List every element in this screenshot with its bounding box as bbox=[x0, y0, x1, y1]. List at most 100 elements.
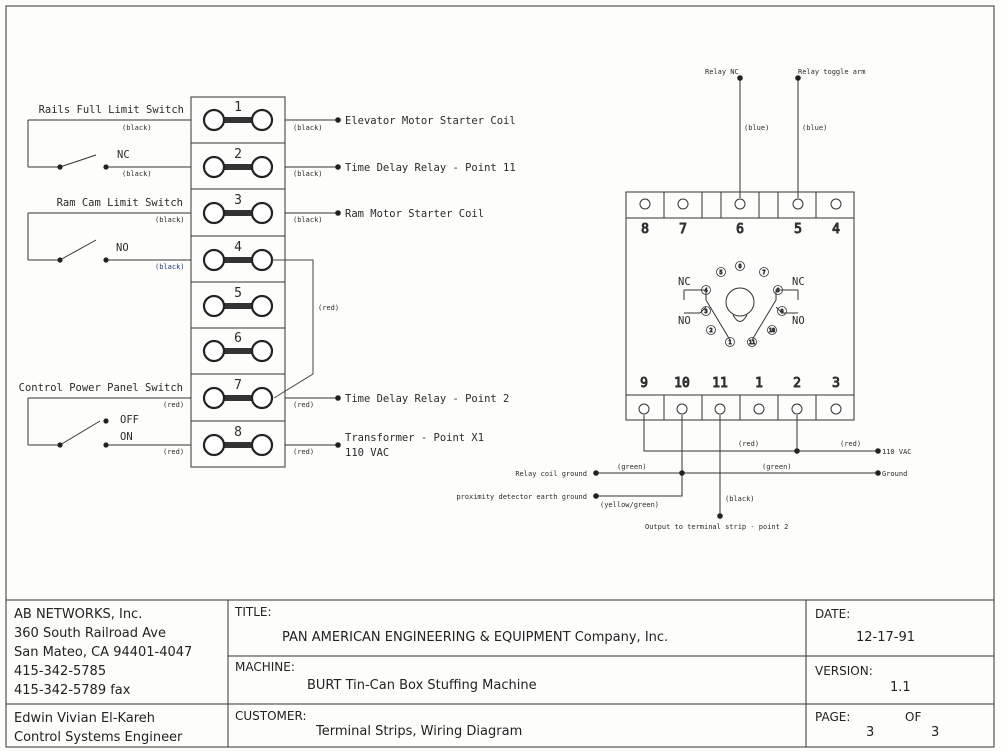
switch-contact-dot bbox=[103, 257, 109, 263]
version-value: 1.1 bbox=[890, 680, 911, 695]
title-label: TITLE: bbox=[234, 605, 272, 619]
terminal-number: 8 bbox=[234, 425, 242, 440]
terminal-link-bar bbox=[214, 395, 262, 401]
wire-color-label: (black) bbox=[122, 170, 152, 178]
wire-color-label: (red) bbox=[163, 448, 184, 456]
wire-color-label: (yellow/green) bbox=[600, 501, 659, 509]
terminal-2-destination: Time Delay Relay - Point 11 bbox=[345, 162, 516, 174]
wire-color-label: (red) bbox=[293, 448, 314, 456]
wire-color-label: (black) bbox=[293, 170, 323, 178]
relay-top-terminal bbox=[639, 198, 651, 210]
relay-pin-number: 7 bbox=[762, 270, 765, 276]
wire-color-label: (black) bbox=[293, 124, 323, 132]
power-switch-label: Control Power Panel Switch bbox=[19, 382, 183, 394]
terminal-screw-right bbox=[250, 108, 274, 132]
right-no-label: NO bbox=[792, 315, 805, 327]
wire-endpoint-dot bbox=[875, 448, 881, 454]
wire-color-label: (red) bbox=[293, 401, 314, 409]
relay-top-terminal bbox=[830, 198, 842, 210]
terminal-strip bbox=[190, 96, 286, 468]
terminal-screw-left bbox=[202, 155, 226, 179]
switch-contact-dot bbox=[57, 257, 63, 263]
prox-ground-label: proximity detector earth ground bbox=[456, 493, 587, 501]
terminal-screw-right bbox=[250, 294, 274, 318]
wire-endpoint-dot bbox=[679, 470, 685, 476]
terminal-number: 6 bbox=[234, 331, 242, 346]
terminal-screw-right bbox=[250, 433, 274, 457]
relay-labels: Relay NC Relay toggle arm (blue) (blue) … bbox=[456, 68, 911, 531]
relay-pin-number: 8 bbox=[776, 288, 779, 294]
wire-endpoint-dot bbox=[737, 75, 743, 81]
wire-color-label: (red) bbox=[318, 304, 339, 312]
switch-contact-dot bbox=[103, 442, 109, 448]
relay-pin-number: 10 bbox=[769, 328, 775, 334]
right-nc-label: NC bbox=[792, 276, 805, 288]
sheet-border bbox=[5, 5, 995, 748]
title-value: PAN AMERICAN ENGINEERING & EQUIPMENT Com… bbox=[282, 630, 668, 645]
terminal-number: 4 bbox=[234, 240, 242, 255]
terminal-8-destination: Transformer - Point X1 bbox=[345, 432, 484, 444]
relay-pin bbox=[767, 325, 777, 335]
wire-endpoint-dot bbox=[593, 470, 599, 476]
terminal-screw-right bbox=[250, 248, 274, 272]
ram-switch-label: Ram Cam Limit Switch bbox=[57, 197, 183, 209]
date-value: 12-17-91 bbox=[856, 630, 915, 645]
terminal-link-bar bbox=[214, 210, 262, 216]
terminal-3-destination: Ram Motor Starter Coil bbox=[345, 208, 484, 220]
of-label: OF bbox=[905, 710, 921, 724]
wire-endpoint-dot bbox=[795, 75, 801, 81]
left-nc-label: NC bbox=[678, 276, 691, 288]
power-off-label: OFF bbox=[120, 414, 139, 426]
wire-color-label: (black) bbox=[122, 124, 152, 132]
wire-endpoint-dot bbox=[335, 442, 341, 448]
relay-wires bbox=[596, 78, 878, 516]
relay-nc-wire-label: Relay NC bbox=[705, 68, 739, 76]
wire-endpoint-dot bbox=[335, 117, 341, 123]
rails-switch-label: Rails Full Limit Switch bbox=[39, 104, 184, 116]
terminal-link-bar bbox=[214, 442, 262, 448]
terminal-link-bar bbox=[214, 117, 262, 123]
relay-bottom-terminal bbox=[676, 403, 688, 415]
relay-bottom-terminal bbox=[791, 403, 803, 415]
wire-color-label: (black) bbox=[155, 263, 185, 271]
wire-endpoint-dot bbox=[335, 164, 341, 170]
wire-endpoint-dot bbox=[335, 395, 341, 401]
wire-color-label: (red) bbox=[738, 440, 759, 448]
title-block: AB NETWORKS, Inc. 360 South Railroad Ave… bbox=[14, 605, 939, 745]
left-no-label: NO bbox=[678, 315, 691, 327]
relay-bottom-terminal-number: 9 bbox=[640, 376, 648, 391]
terminal-number: 7 bbox=[234, 378, 242, 393]
relay-pin bbox=[706, 325, 716, 335]
switch-contact-dot bbox=[57, 164, 63, 170]
wire-endpoint-dot bbox=[593, 493, 599, 499]
relay-top-terminal-number: 8 bbox=[641, 222, 649, 237]
page-number: 3 bbox=[866, 725, 874, 740]
terminal-link-bar bbox=[214, 257, 262, 263]
terminal-number: 5 bbox=[234, 286, 242, 301]
engineer-title: Control Systems Engineer bbox=[14, 730, 183, 745]
switch-contact-dot bbox=[103, 418, 109, 424]
relay-pin-number: 9 bbox=[780, 309, 783, 315]
customer-label: CUSTOMER: bbox=[235, 709, 307, 723]
relay-pin-number: 2 bbox=[709, 328, 712, 334]
terminal-number: 3 bbox=[234, 193, 242, 208]
terminal-screw-right bbox=[250, 339, 274, 363]
right-wiring bbox=[272, 119, 338, 446]
relay-arm-wire-label: Relay toggle arm bbox=[798, 68, 865, 76]
terminal-screw-right bbox=[250, 386, 274, 410]
company-line: San Mateo, CA 94401-4047 bbox=[14, 645, 192, 660]
power-on-label: ON bbox=[120, 431, 133, 443]
relay-top-terminal-number: 5 bbox=[794, 222, 802, 237]
relay-bottom-terminal bbox=[830, 403, 842, 415]
wire-endpoint-dot bbox=[875, 470, 881, 476]
company-line: 360 South Railroad Ave bbox=[14, 626, 166, 641]
terminal-screw-left bbox=[202, 294, 226, 318]
relay-bottom-terminal-number: 11 bbox=[712, 376, 728, 391]
version-label: VERSION: bbox=[815, 664, 873, 678]
switch-contact-dot bbox=[103, 164, 109, 170]
page-label: PAGE: bbox=[815, 710, 850, 724]
output-label: Output to terminal strip - point 2 bbox=[645, 523, 788, 531]
relay-bottom-terminal bbox=[714, 403, 726, 415]
page-total: 3 bbox=[931, 725, 939, 740]
